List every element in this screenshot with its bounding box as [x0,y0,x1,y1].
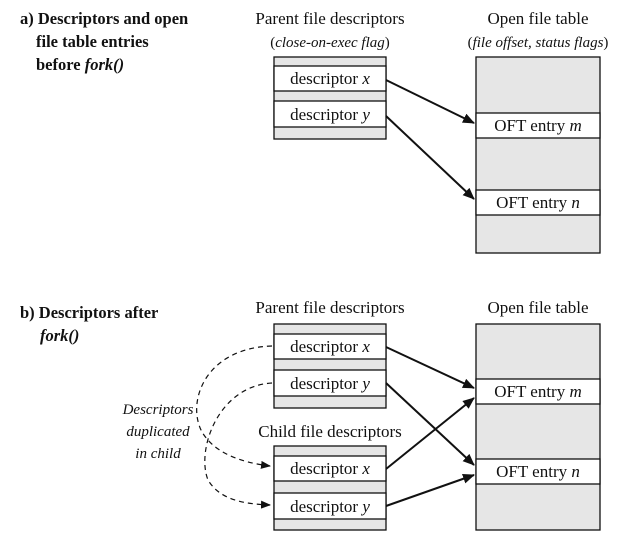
parent-descriptor-table: descriptor x descriptor y [273,56,387,140]
descriptor-row-x [273,65,387,92]
oft-entry-n-label: OFT entry n [496,193,580,212]
parent-descriptors-heading-b: Parent file descriptors [255,298,404,317]
note-line3: in child [135,446,181,462]
arrow-child-y-to-n [385,473,475,507]
oft-row-m [475,378,601,405]
note-line1: Descriptors [122,402,194,418]
parent-descriptor-x-label: descriptor x [290,337,370,356]
oft-subheading: (file offset, status flags) [468,35,609,51]
descriptor-x-label: descriptor x [290,69,370,88]
section-a: a) Descriptors and open file table entri… [20,9,609,254]
section-a-title-line3: before fork() [36,55,124,74]
child-descriptor-y-label: descriptor y [290,497,370,516]
section-b-title-line1: b) Descriptors after [20,303,158,322]
section-a-title-line1: a) Descriptors and open [20,9,188,28]
arrow-child-x-to-m [385,397,475,470]
section-a-title-line2: file table entries [36,32,149,51]
oft-heading-b: Open file table [487,298,588,317]
oft-frame [475,56,601,254]
parent-descriptors-subheading: (close-on-exec flag) [270,35,390,51]
arrow-x-to-m [385,79,475,124]
child-descriptor-table: descriptor x descriptor y [273,445,387,531]
arrow-parent-x-to-m [385,346,475,389]
arrow-y-to-n [385,115,475,200]
dashed-arrow-dup-y [204,382,273,509]
arrow-parent-y-to-n [385,382,475,466]
oft-row-n [475,458,601,485]
oft-entry-m-label: OFT entry m [494,116,582,135]
child-descriptor-x-label: descriptor x [290,459,370,478]
descriptor-y-label: descriptor y [290,105,370,124]
section-b-title-line2: fork() [40,326,79,345]
parent-descriptors-heading: Parent file descriptors [255,9,404,28]
oft-entry-m-label-b: OFT entry m [494,382,582,401]
descriptor-row-y [273,369,387,397]
open-file-table-b: OFT entry m OFT entry n [475,323,601,531]
descriptor-row-x [273,455,387,482]
oft-entry-n-label-b: OFT entry n [496,462,580,481]
descriptor-row-y [273,100,387,128]
parent-descriptor-y-label: descriptor y [290,374,370,393]
section-b: b) Descriptors after fork() Parent file … [20,298,601,531]
oft-row-n [475,189,601,216]
parent-descriptor-table-b: descriptor x descriptor y [273,323,387,409]
dashed-arrow-dup-x [196,345,273,469]
open-file-table: OFT entry m OFT entry n [475,56,601,254]
oft-heading: Open file table [487,9,588,28]
descriptor-row-x [273,333,387,360]
oft-row-m [475,112,601,139]
note-line2: duplicated [126,424,190,440]
oft-frame [475,323,601,531]
child-descriptors-heading: Child file descriptors [258,422,402,441]
